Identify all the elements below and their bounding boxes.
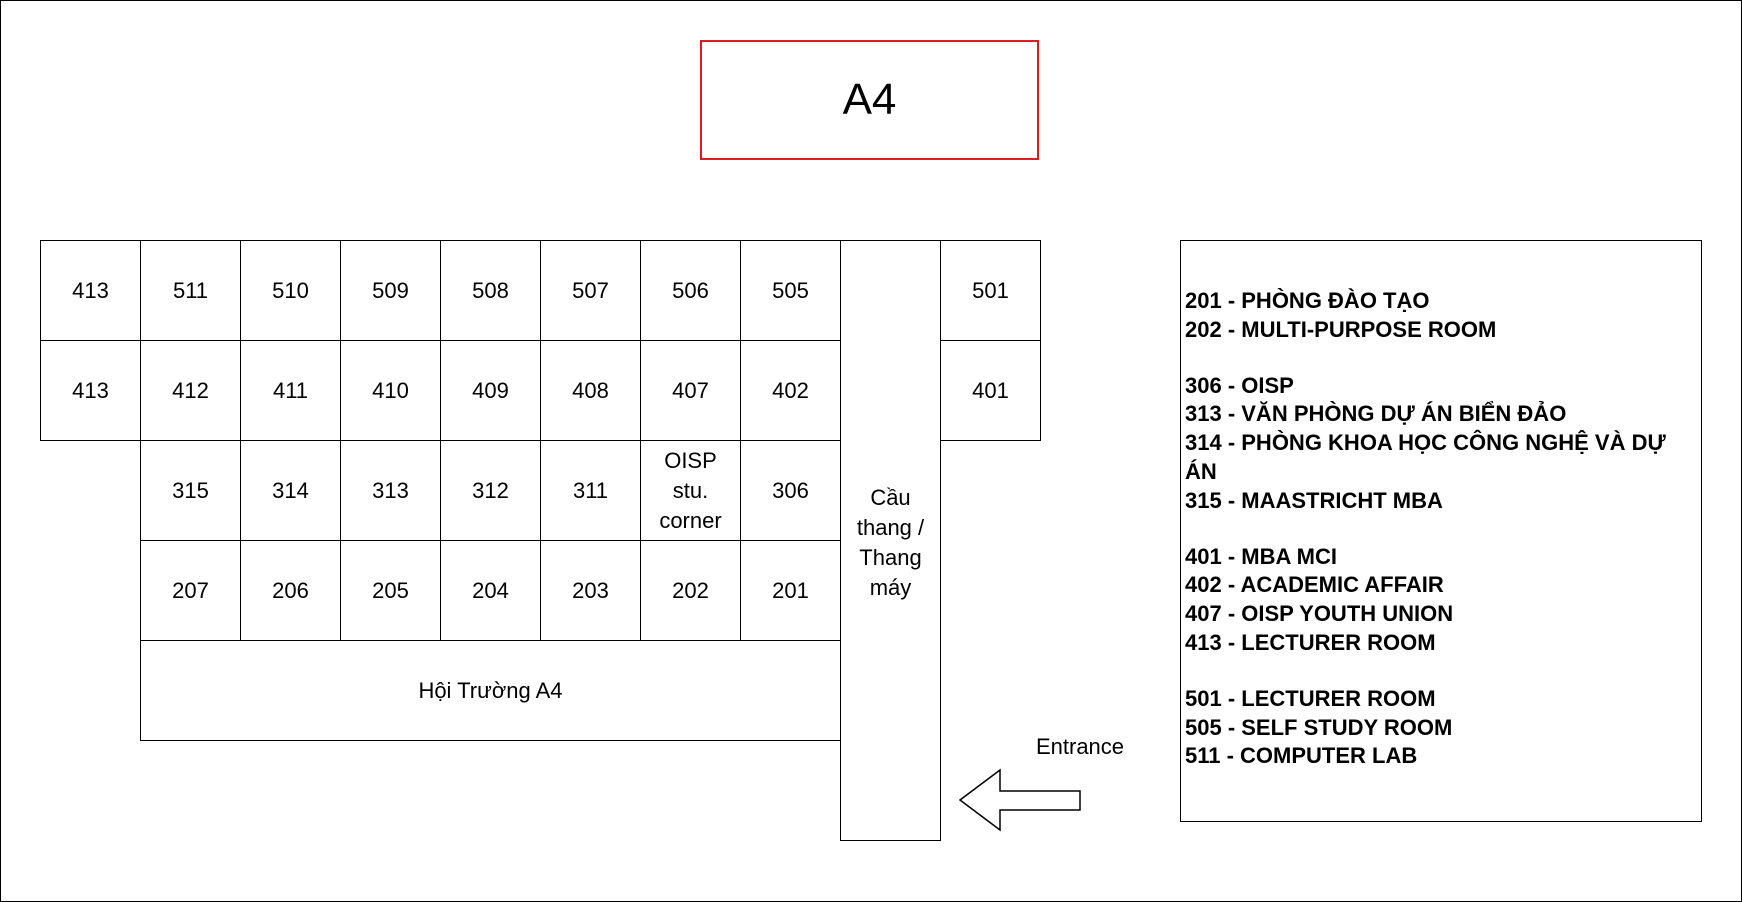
room-411: 411	[240, 340, 341, 441]
legend-item: 501 - LECTURER ROOM	[1185, 685, 1436, 711]
legend-item: 413 - LECTURER ROOM	[1185, 629, 1436, 655]
room-315: 315	[140, 440, 241, 541]
entrance-label: Entrance	[1035, 734, 1125, 759]
room-412: 412	[140, 340, 241, 441]
legend-item: 401 - MBA MCI	[1185, 543, 1337, 569]
entrance-arrow-icon	[958, 768, 1081, 832]
room-508: 508	[440, 240, 541, 341]
room-509: 509	[340, 240, 441, 341]
room-206: 206	[240, 540, 341, 641]
legend-item: 202 - MULTI-PURPOSE ROOM	[1185, 316, 1497, 342]
legend-item: 402 - ACADEMIC AFFAIR	[1185, 572, 1444, 598]
room-204: 204	[440, 540, 541, 641]
room-510: 510	[240, 240, 341, 341]
room-501: 501	[940, 240, 1041, 341]
legend-item: 407 - OISP YOUTH UNION	[1185, 601, 1454, 627]
room-511: 511	[140, 240, 241, 341]
room-407: 407	[640, 340, 741, 441]
room-205: 205	[340, 540, 441, 641]
legend-item: 313 - VĂN PHÒNG DỰ ÁN BIỂN ĐẢO	[1185, 401, 1567, 427]
room-306: 306	[740, 440, 841, 541]
room-314: 314	[240, 440, 341, 541]
room-410: 410	[340, 340, 441, 441]
room-413-top: 413	[40, 240, 141, 341]
room-408: 408	[540, 340, 641, 441]
room-402: 402	[740, 340, 841, 441]
room-312: 312	[440, 440, 541, 541]
legend-item: 505 - SELF STUDY ROOM	[1185, 714, 1453, 740]
room-203: 203	[540, 540, 641, 641]
room-311: 311	[540, 440, 641, 541]
legend-item: 315 - MAASTRICHT MBA	[1185, 487, 1443, 513]
room-507: 507	[540, 240, 641, 341]
room-413-bottom: 413	[40, 340, 141, 441]
hall-a4: Hội Trường A4	[140, 640, 841, 741]
room-legend: 201 - PHÒNG ĐÀO TẠO 202 - MULTI-PURPOSE …	[1180, 240, 1702, 822]
room-506: 506	[640, 240, 741, 341]
room-207: 207	[140, 540, 241, 641]
room-202: 202	[640, 540, 741, 641]
stairs-elevator: Cầu thang / Thang máy	[840, 240, 941, 841]
legend-item: 201 - PHÒNG ĐÀO TẠO	[1185, 288, 1430, 313]
oisp-student-corner: OISP stu. corner	[640, 440, 741, 541]
room-401: 401	[940, 340, 1041, 441]
legend-item: 306 - OISP	[1185, 372, 1294, 398]
room-313: 313	[340, 440, 441, 541]
room-201: 201	[740, 540, 841, 641]
room-409: 409	[440, 340, 541, 441]
building-title: A4	[700, 40, 1039, 160]
room-505: 505	[740, 240, 841, 341]
legend-item: 314 - PHÒNG KHOA HỌC CÔNG NGHỆ VÀ DỰ ÁN	[1185, 430, 1672, 484]
legend-item: 511 - COMPUTER LAB	[1185, 743, 1418, 769]
